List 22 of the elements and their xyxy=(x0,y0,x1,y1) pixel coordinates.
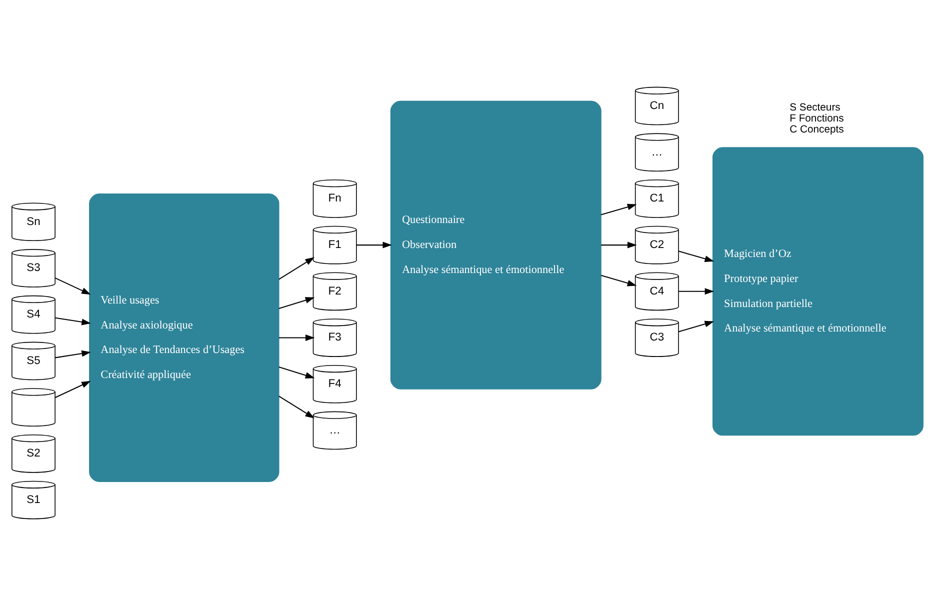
arrow xyxy=(601,241,637,248)
arrow xyxy=(278,334,315,341)
arrow xyxy=(278,366,315,378)
arrow xyxy=(678,288,714,294)
arrow xyxy=(278,296,315,309)
arrow xyxy=(278,395,315,418)
node-box: Questionnaire Observation Analyse sémantique et émotionnelle xyxy=(390,100,602,389)
arrow xyxy=(356,241,392,248)
node-box: Magicien d’Oz Prototype papier Simulation partielle Analyse sémantique et émotionnelle xyxy=(712,146,924,436)
arrow xyxy=(600,203,637,215)
arrow xyxy=(55,380,91,398)
arrow xyxy=(278,256,315,280)
arrow xyxy=(55,316,91,325)
arrow xyxy=(678,250,714,262)
arrow xyxy=(600,274,637,286)
node-box: Veille usages Analyse axiologique Analyse de Tendances d’Usages Créativité appliquée xyxy=(89,193,280,482)
arrow xyxy=(678,320,714,332)
arrow xyxy=(55,350,91,358)
arrow xyxy=(55,277,91,294)
label: S Secteurs xyxy=(790,102,840,113)
label: C Concepts xyxy=(790,124,844,136)
label: F Fonctions xyxy=(790,112,844,124)
